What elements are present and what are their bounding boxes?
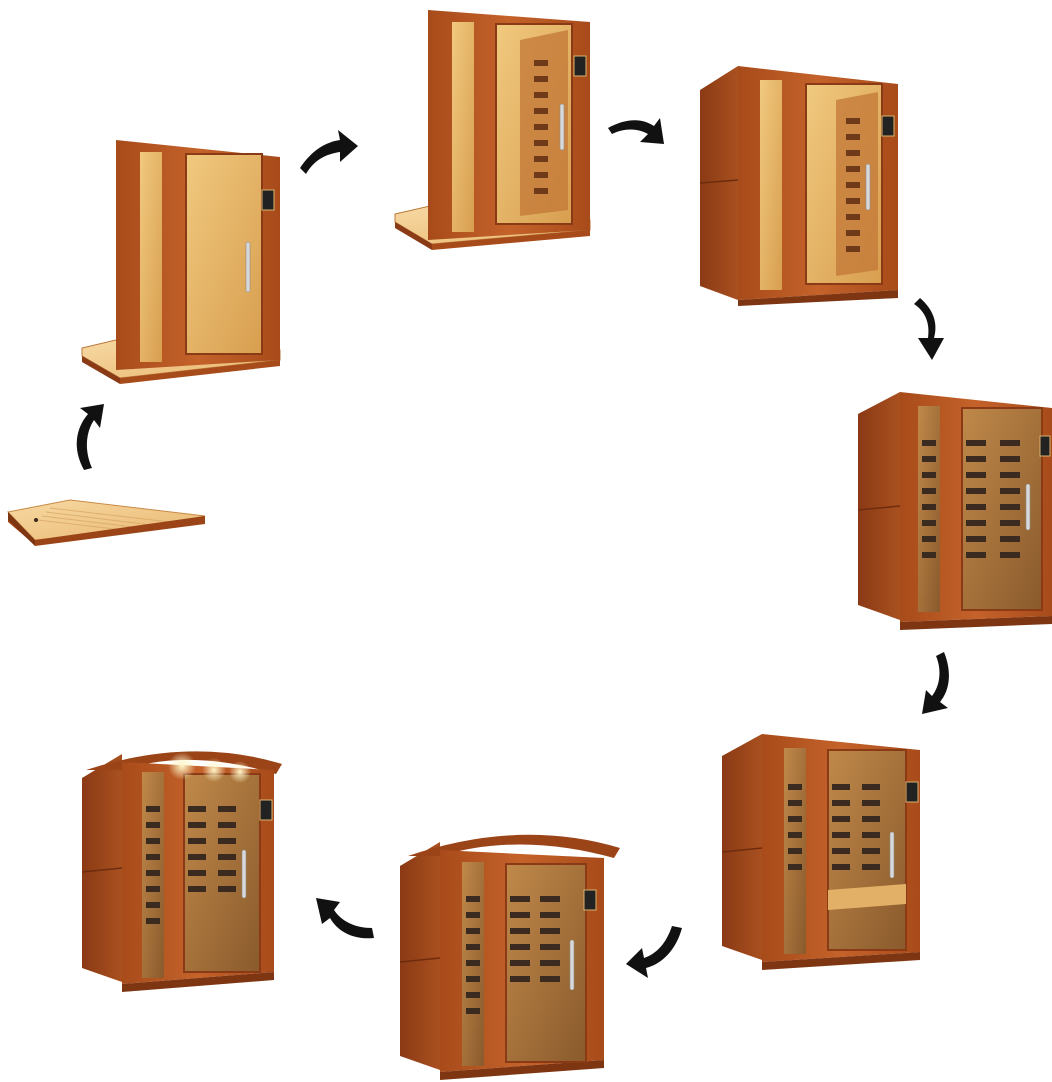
control-panel-icon [573,55,587,77]
arrow-2-to-3-icon [300,130,358,174]
light-icon [229,761,251,783]
door-handle-icon [865,163,871,211]
step-4-side-walls [699,66,898,306]
control-panel-icon [583,889,597,911]
step-5-heaters [857,392,1052,630]
control-panel-icon [261,189,275,211]
control-panel-icon [905,781,919,803]
arrows [76,118,949,978]
door-handle-icon [245,241,251,293]
roof-icon [408,834,620,858]
arrow-5-to-6-icon [922,652,949,714]
arrow-1-to-2-icon [76,404,104,470]
arrow-6-to-7-icon [626,926,682,978]
control-panel-icon [881,115,895,137]
arrow-4-to-5-icon [914,298,944,360]
arrow-7-to-8-icon [316,898,374,939]
step-3-front-back [394,10,591,250]
control-panel-icon [1039,435,1051,457]
step-6-bench [721,734,920,970]
roof-icon [86,751,282,774]
door-handle-icon [559,103,565,151]
door-handle-icon [569,939,575,991]
door-handle-icon [889,831,895,879]
door-handle-icon [241,849,247,899]
step-8-complete [81,751,282,992]
control-panel-icon [259,799,273,821]
bench-icon [828,884,906,910]
door-handle-icon [1025,483,1031,531]
step-2-front-panel [81,140,281,384]
arrow-3-to-4-icon [608,118,664,144]
light-icon [202,758,226,782]
light-icon [168,752,196,780]
step-7-roof [399,834,620,1080]
floor-bolt-icon [34,518,38,522]
step-1-floor-base [7,499,206,546]
